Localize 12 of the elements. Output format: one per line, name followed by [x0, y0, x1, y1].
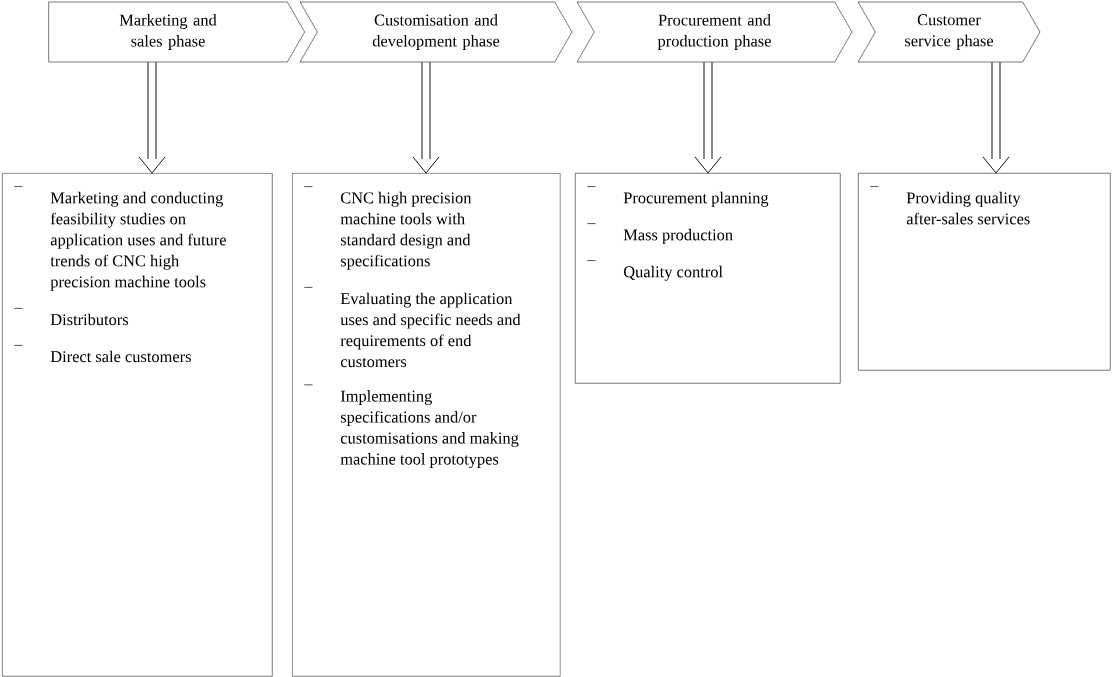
activity-box: Procurement planning Mass production Quality control	[575, 173, 841, 384]
double-arrow	[138, 61, 166, 174]
process-step: Customisation and development phase	[299, 1, 573, 63]
activity-box: Marketing and conducting feasibility studies on application uses and future trends of CNC high precision machine tools Distributors Direct sale customers	[2, 173, 273, 677]
process-step: Customer service phase	[857, 1, 1041, 63]
double-arrow	[694, 61, 722, 174]
double-arrow	[412, 61, 440, 174]
activity-box: CNC high precision machine tools with standard design and specifications Evaluating the application uses and specific needs and requirements of end customers Implementing specifications and/or customisations and making machine tool prototypes	[292, 173, 561, 677]
double-arrow	[982, 61, 1010, 174]
activity-box: Providing quality after-sales services	[858, 173, 1111, 371]
process-step: Marketing and sales phase	[48, 1, 305, 63]
process-step: Procurement and production phase	[576, 1, 853, 63]
